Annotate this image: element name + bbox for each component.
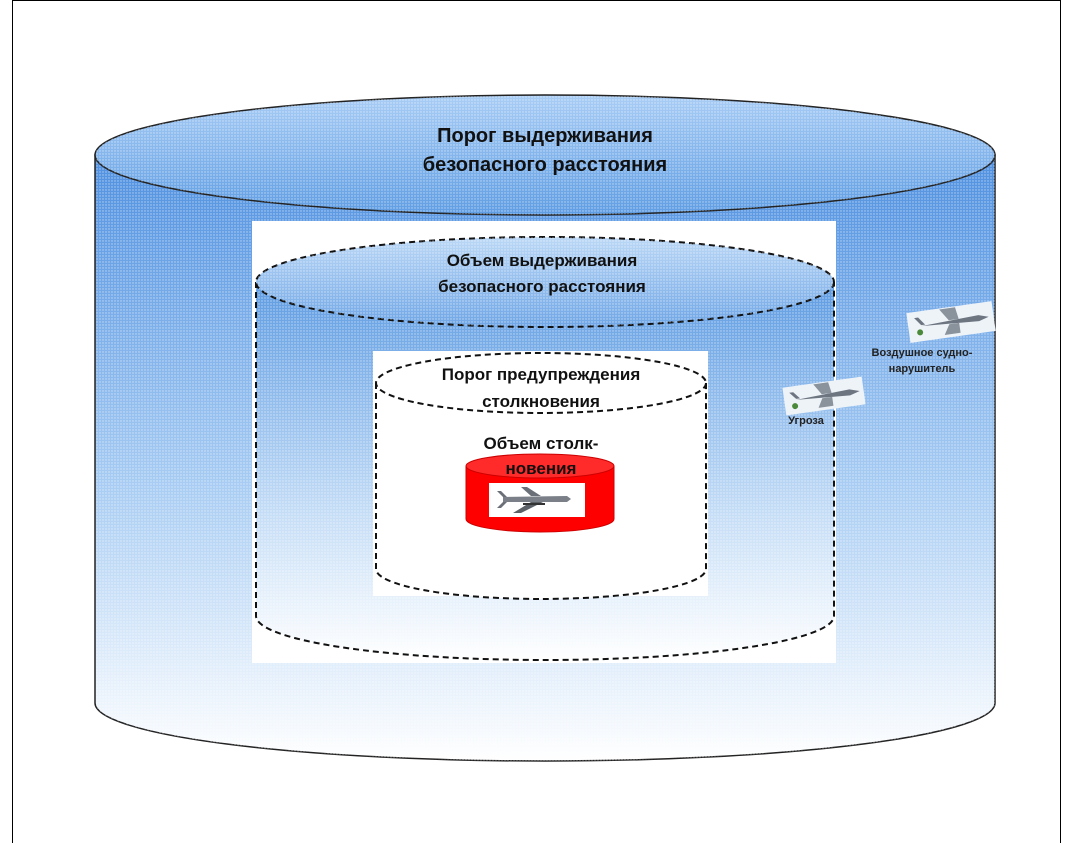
threat-label: Угроза [788,415,825,427]
warning-label-line1: Порог предупреждения [442,365,641,384]
warning-label-line2: столкновения [482,392,600,411]
collision-label-line2: новения [506,459,577,478]
outer-label-line1: Порог выдерживания [437,125,653,147]
intruder-label-line1: Воздушное судно- [872,347,973,359]
safe-volume-label-line1: Объем выдерживания [447,251,638,270]
uav-icon [497,487,571,513]
intruder-label-line2: нарушитель [889,363,956,375]
outer-label-line2: безопасного расстояния [423,154,667,176]
collision-label-line1: Объем столк- [484,434,599,453]
safe-volume-label-line2: безопасного расстояния [438,277,646,296]
intruder-aircraft-icon [906,301,996,343]
threat-aircraft-icon [782,376,866,416]
